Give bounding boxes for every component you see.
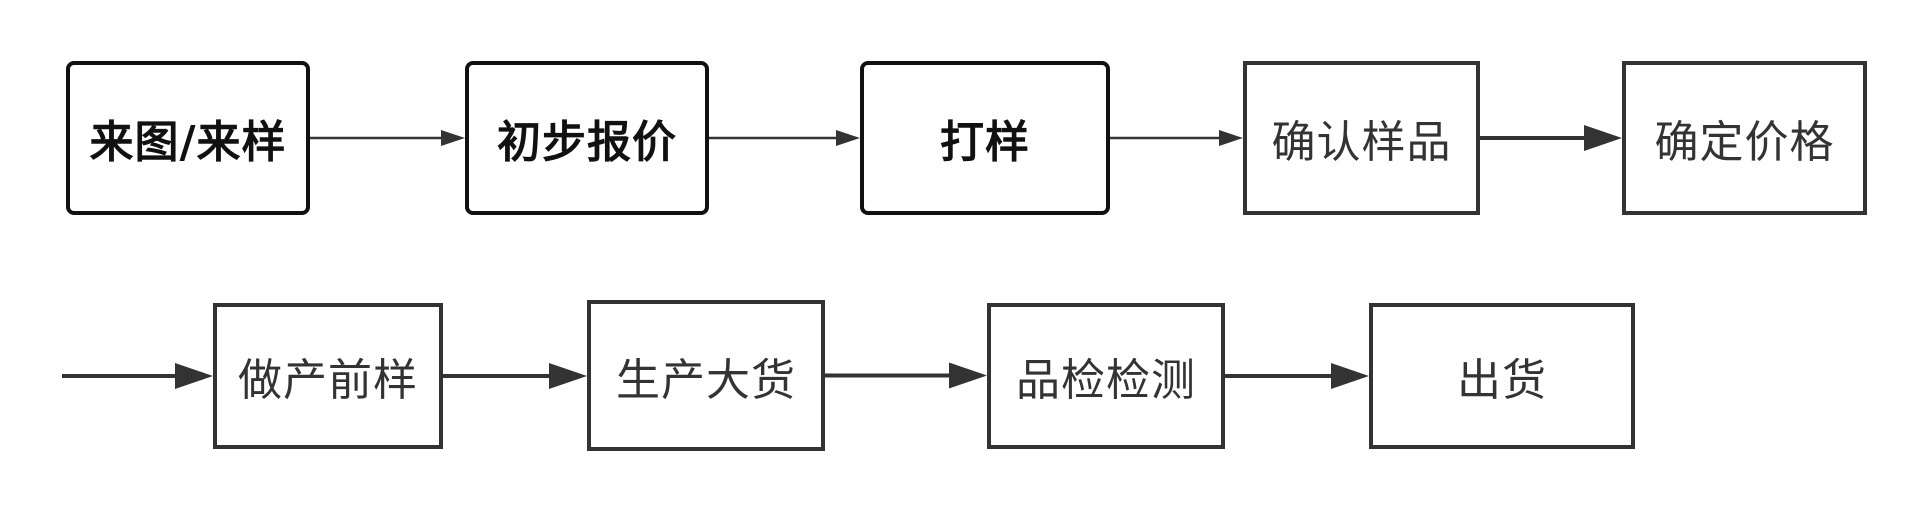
node-label: 初步报价 (497, 117, 677, 168)
arrowhead-n5-n6 (175, 363, 213, 389)
process-node-quality-inspection: 品检检测 (987, 303, 1225, 449)
process-node-mass-production: 生产大货 (587, 300, 825, 451)
process-node-confirm-sample: 确认样品 (1243, 61, 1480, 215)
arrowhead-n1-n2 (441, 130, 465, 146)
node-label: 确认样品 (1271, 117, 1452, 168)
node-label: 生产大货 (616, 354, 796, 406)
process-node-pre-production-sample: 做产前样 (213, 303, 443, 449)
process-node-shipping: 出货 (1369, 303, 1635, 449)
node-label: 打样 (940, 117, 1030, 168)
arrowhead-n7-n8 (949, 362, 987, 389)
arrowhead-n2-n3 (836, 130, 860, 146)
arrowhead-n6-n7 (549, 363, 587, 389)
process-node-sampling: 打样 (860, 61, 1110, 215)
process-node-confirm-price: 确定价格 (1622, 61, 1867, 215)
arrowhead-n4-n5 (1584, 125, 1622, 151)
node-label: 出货 (1457, 355, 1547, 406)
arrowhead-n3-n4 (1219, 130, 1243, 146)
process-node-initial-quote: 初步报价 (465, 61, 709, 215)
arrowhead-n8-n9 (1331, 363, 1369, 389)
node-label: 品检检测 (1016, 355, 1196, 406)
node-label: 做产前样 (238, 355, 418, 406)
process-node-source-drawing: 来图/来样 (66, 61, 310, 215)
node-label: 来图/来样 (89, 117, 287, 168)
node-label: 确定价格 (1654, 117, 1835, 168)
